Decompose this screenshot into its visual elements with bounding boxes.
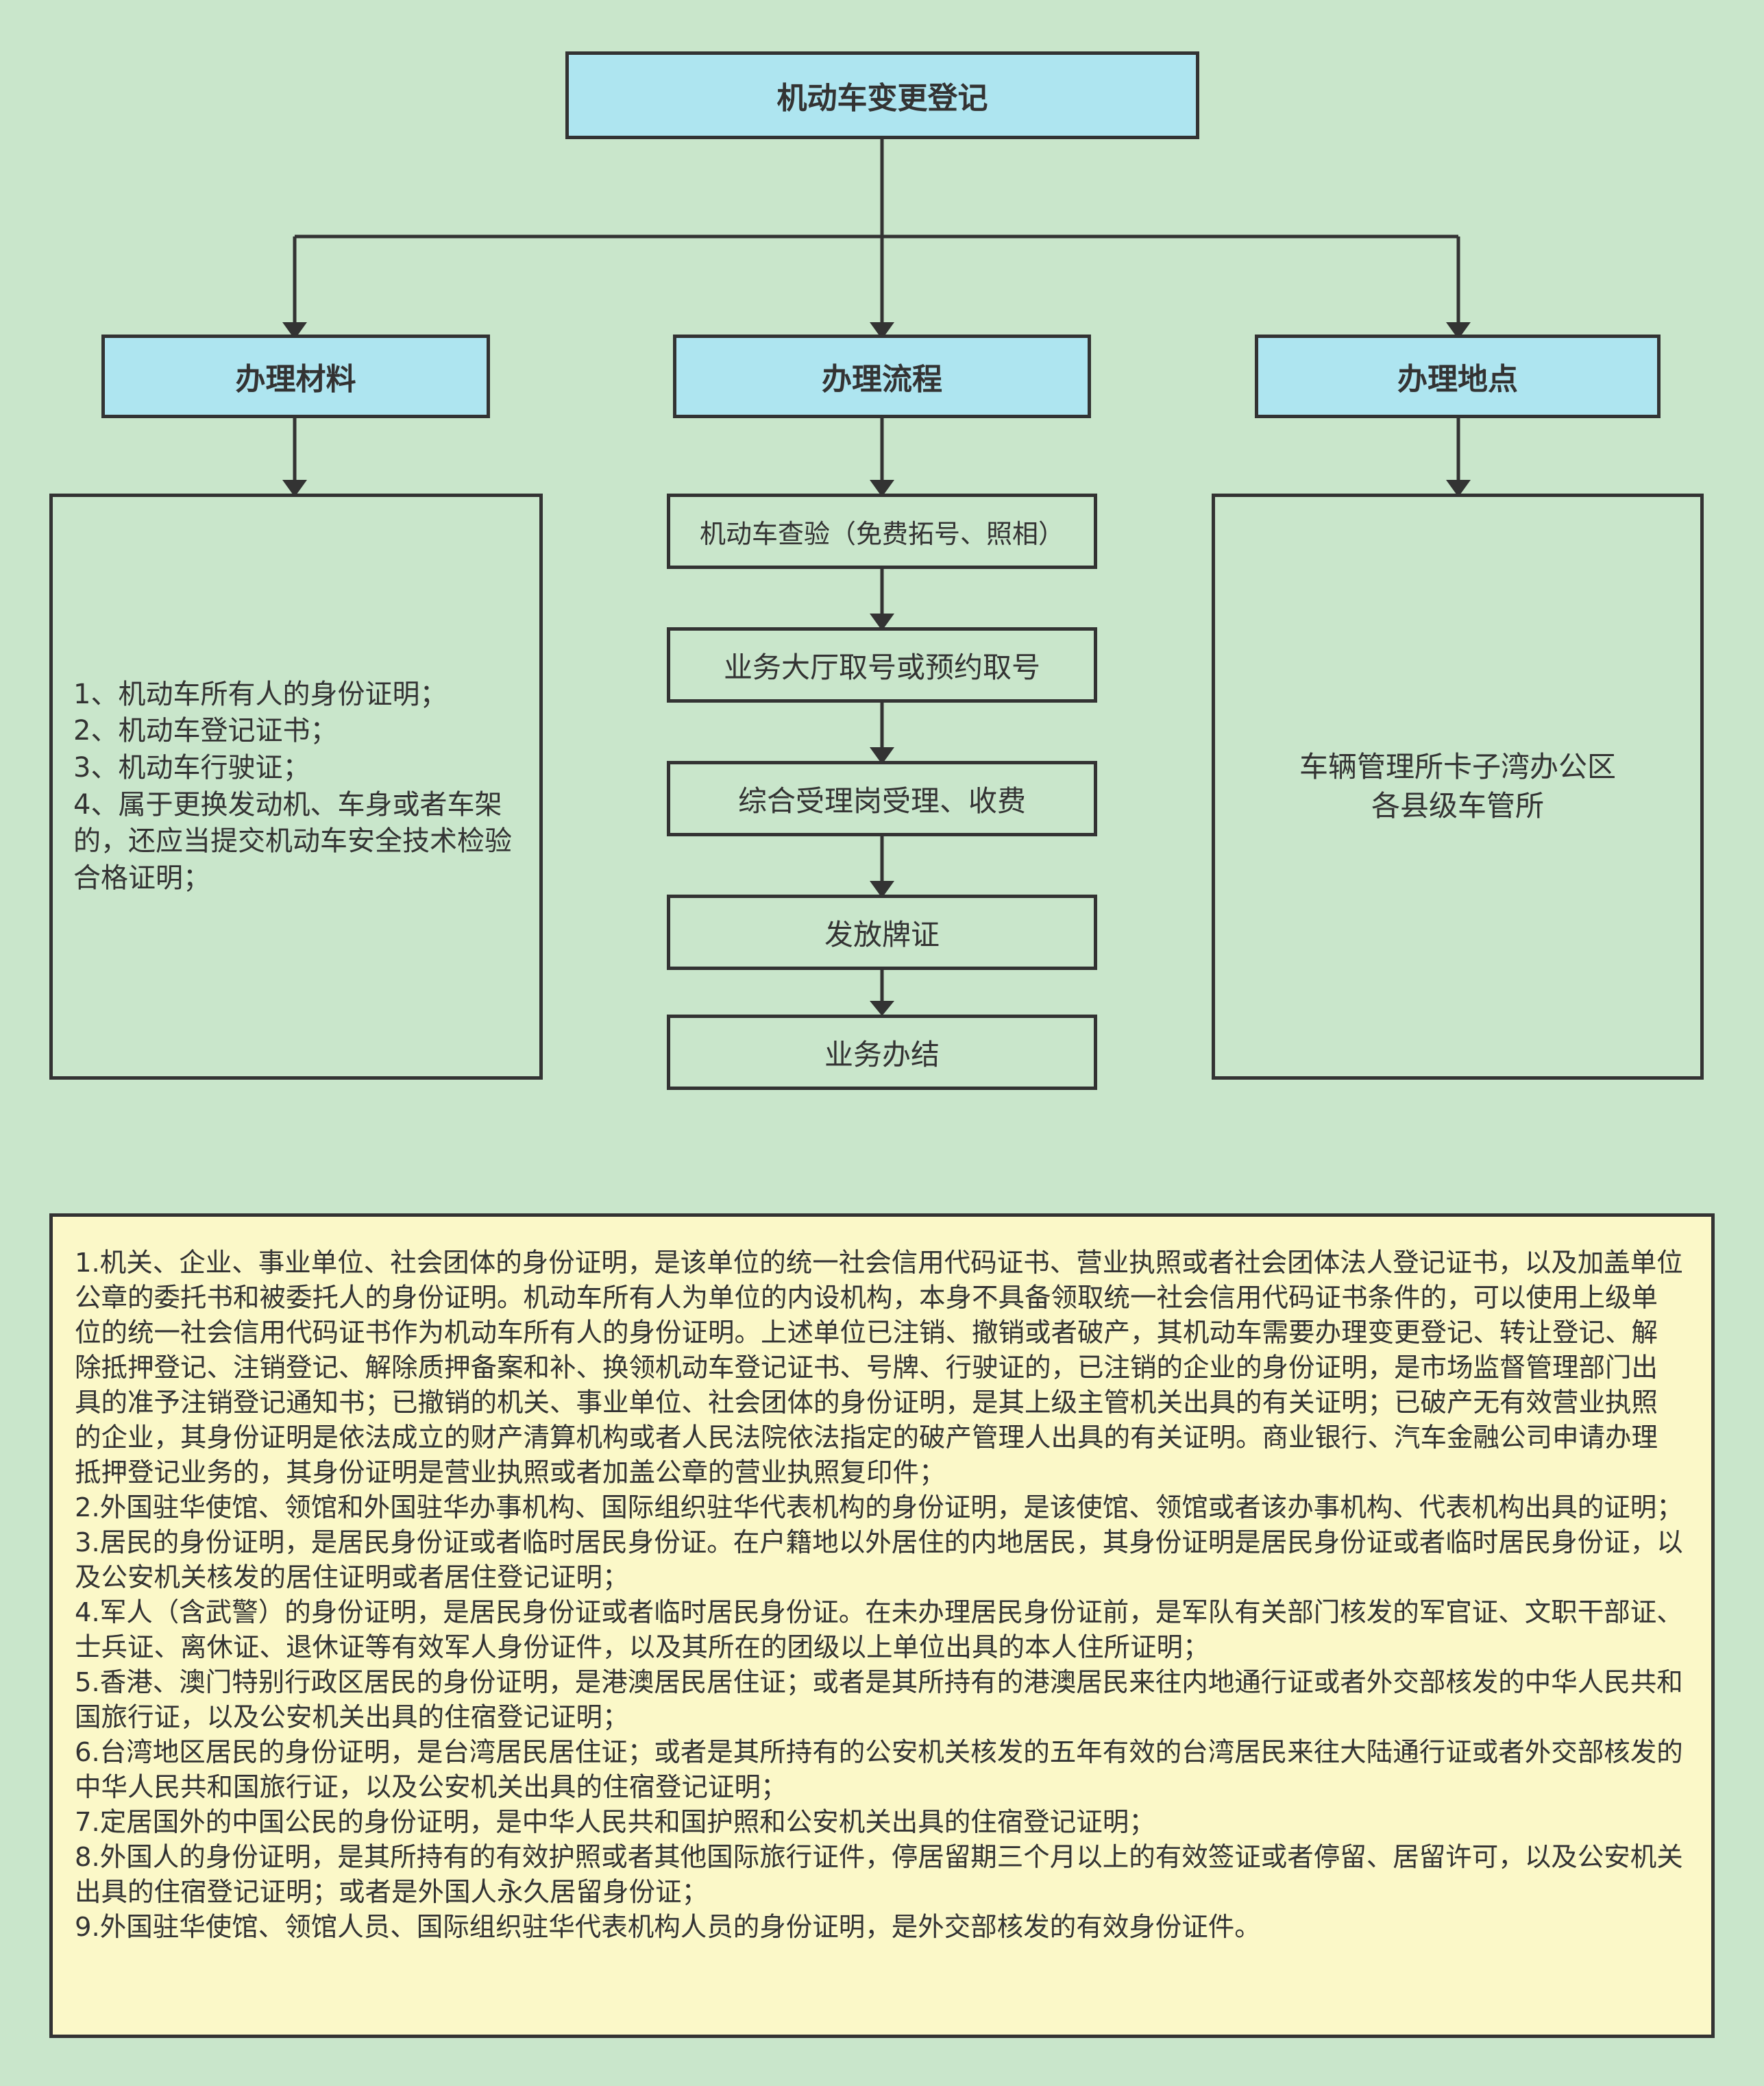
process-step-3: 综合受理岗受理、收费 [667, 761, 1097, 836]
note-item: 2.外国驻华使馆、领馆和外国驻华办事机构、国际组织驻华代表机构的身份证明，是该使… [75, 1492, 1683, 1523]
arrowhead [870, 322, 894, 339]
root-label: 机动车变更登记 [776, 81, 988, 116]
process-header: 办理流程 [673, 335, 1091, 418]
arrowhead [870, 747, 894, 764]
location-header: 办理地点 [1255, 335, 1661, 418]
note-item: 6.台湾地区居民的身份证明，是台湾居民居住证；或者是其所持有的公安机关核发的五年… [75, 1737, 1683, 1803]
process-step-label: 业务办结 [824, 1037, 940, 1071]
note-item: 9.外国驻华使馆、领馆人员、国际组织驻华代表机构人员的身份证明，是外交部核发的有… [75, 1912, 1261, 1943]
process-step-2: 业务大厅取号或预约取号 [667, 627, 1097, 703]
materials-title: 办理材料 [235, 362, 356, 397]
process-step-4: 发放牌证 [667, 895, 1097, 970]
arrowhead [1446, 480, 1471, 497]
note-item: 4.军人（含武警）的身份证明，是居民身份证或者临时居民身份证。在未办理居民身份证… [75, 1597, 1683, 1663]
process-step-5: 业务办结 [667, 1015, 1097, 1090]
arrowhead [282, 322, 307, 339]
process-step-1: 机动车查验（免费拓号、照相） [667, 494, 1097, 569]
note-item: 1.机关、企业、事业单位、社会团体的身份证明，是该单位的统一社会信用代码证书、营… [75, 1248, 1683, 1488]
location-title: 办理地点 [1397, 362, 1518, 397]
materials-item: 2、机动车登记证书； [73, 715, 338, 747]
root-node: 机动车变更登记 [565, 51, 1199, 139]
process-step-label: 综合受理岗受理、收费 [737, 784, 1026, 818]
location-item: 车辆管理所卡子湾办公区 [1299, 750, 1616, 784]
materials-header: 办理材料 [101, 335, 490, 418]
arrowhead [870, 1001, 894, 1016]
arrowhead [870, 480, 894, 497]
note-item: 3.居民的身份证明，是居民身份证或者临时居民身份证。在户籍地以外居住的内地居民，… [75, 1527, 1683, 1593]
materials-item: 4、属于更换发动机、车身或者车架的，还应当提交机动车安全技术检验合格证明； [73, 788, 512, 894]
location-box: 车辆管理所卡子湾办公区 各县级车管所 [1212, 494, 1704, 1080]
process-step-label: 发放牌证 [824, 917, 940, 951]
location-list: 车辆管理所卡子湾办公区 各县级车管所 [1299, 748, 1616, 825]
arrowhead [1446, 322, 1471, 339]
notes-panel: 1.机关、企业、事业单位、社会团体的身份证明，是该单位的统一社会信用代码证书、营… [49, 1213, 1715, 2038]
location-item: 各县级车管所 [1371, 788, 1544, 823]
process-step-label: 业务大厅取号或预约取号 [723, 650, 1040, 684]
note-item: 5.香港、澳门特别行政区居民的身份证明，是港澳居民居住证；或者是其所持有的港澳居… [75, 1667, 1683, 1733]
note-item: 8.外国人的身份证明，是其所持有的有效护照或者其他国际旅行证件，停居留期三个月以… [75, 1842, 1683, 1908]
arrowhead [870, 614, 894, 631]
materials-item: 1、机动车所有人的身份证明； [73, 678, 448, 710]
materials-box: 1、机动车所有人的身份证明； 2、机动车登记证书； 3、机动车行驶证； 4、属于… [49, 494, 543, 1080]
arrowhead [870, 881, 894, 898]
note-item: 7.定居国外的中国公民的身份证明，是中华人民共和国护照和公安机关出具的住宿登记证… [75, 1807, 1155, 1838]
materials-item: 3、机动车行驶证； [73, 751, 310, 784]
process-step-label: 机动车查验（免费拓号、照相） [699, 518, 1064, 549]
materials-list: 1、机动车所有人的身份证明； 2、机动车登记证书； 3、机动车行驶证； 4、属于… [73, 677, 519, 897]
process-title: 办理流程 [822, 362, 942, 397]
arrowhead [282, 480, 307, 497]
